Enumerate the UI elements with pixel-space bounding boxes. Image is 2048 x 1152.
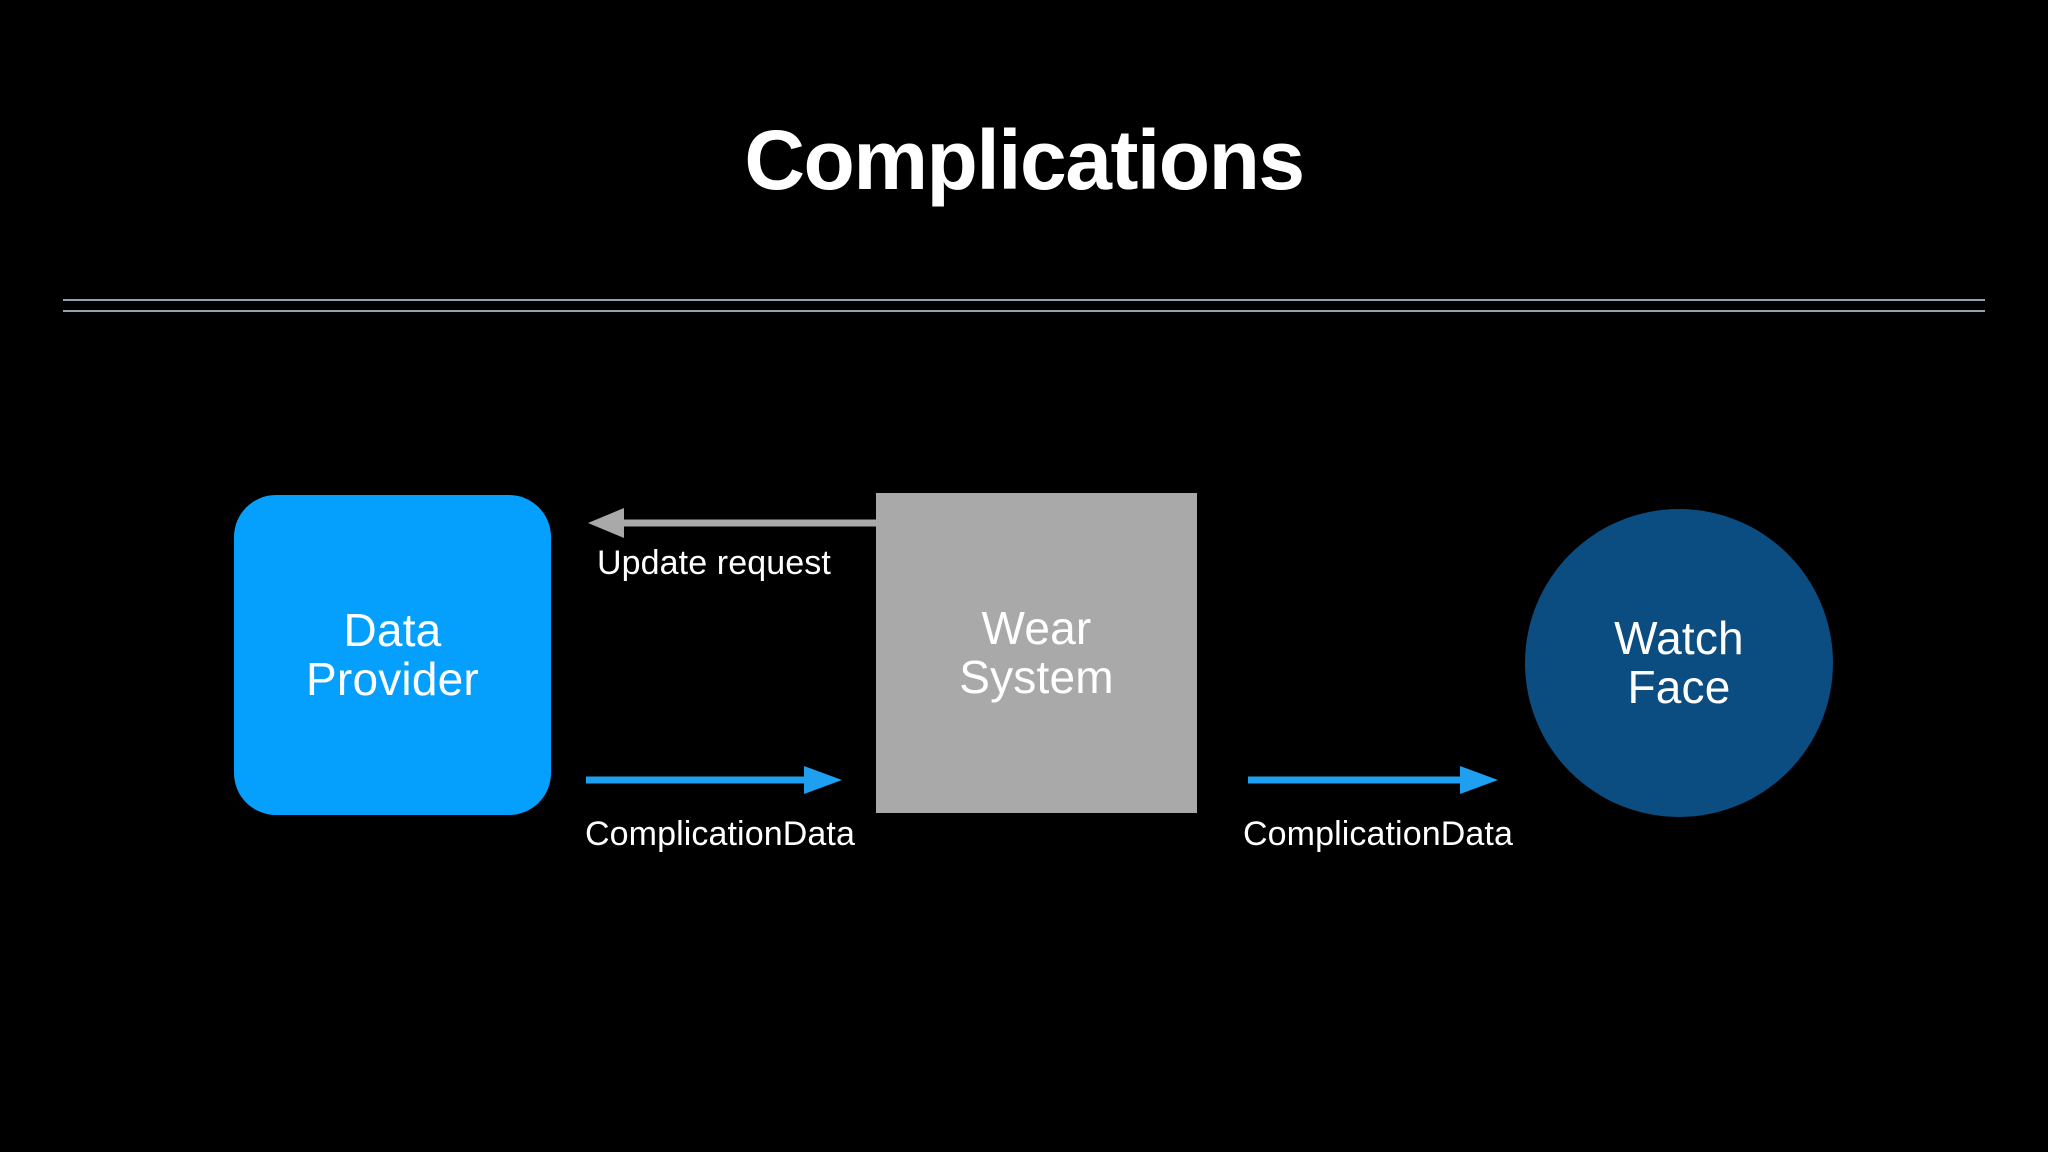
arrow-update-request-label: Update request [597,544,831,582]
node-data-provider-label: Data Provider [306,604,479,705]
arrow-complication-data-left-label: ComplicationData [585,815,855,853]
arrow-complication-data-system-to-watchface [1248,766,1498,794]
node-data-provider: Data Provider [234,495,551,815]
page-title: Complications [744,113,1305,207]
arrow-complication-data-provider-to-system [586,766,842,794]
node-wear-system: Wear System [876,493,1197,813]
title-divider [63,299,1985,312]
arrow-complication-data-right-label: ComplicationData [1243,815,1513,853]
divider-rule-bottom [63,310,1985,312]
node-wear-system-label: Wear System [959,602,1114,703]
node-watch-face: Watch Face [1525,509,1833,817]
arrow-update-request [588,508,880,538]
divider-rule-top [63,299,1985,301]
node-watch-face-label: Watch Face [1614,612,1744,713]
